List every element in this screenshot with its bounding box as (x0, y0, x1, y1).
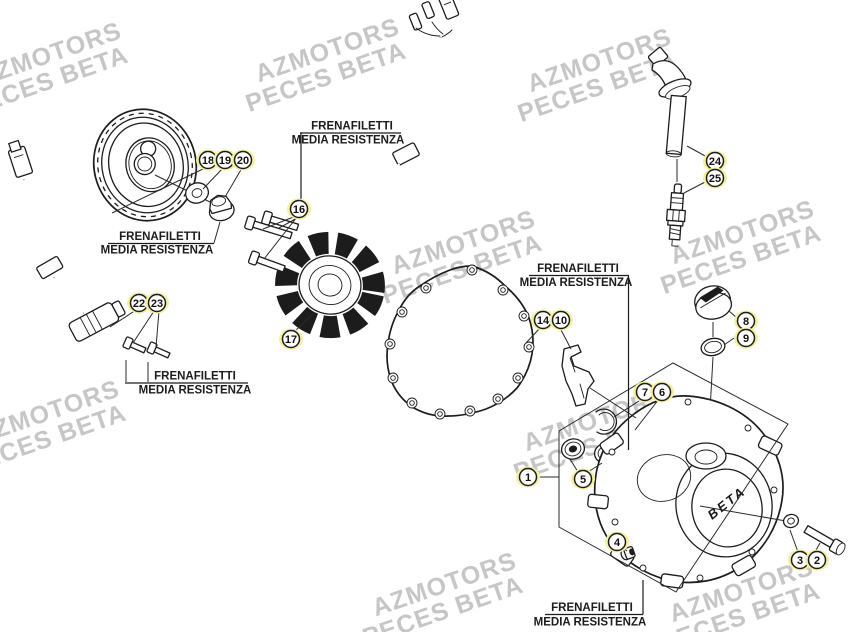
callout-number: 14 (537, 315, 550, 327)
watermark-5: AZMOTORS PECES BETA (378, 205, 546, 310)
thread-lock-note-cover: FRENAFILETTI MEDIA RESISTENZA (534, 580, 647, 629)
watermark-6: AZMOTORS PECES BETA (0, 375, 130, 480)
note-line2: MEDIA RESISTENZA (139, 385, 252, 397)
note-line2: MEDIA RESISTENZA (292, 135, 405, 147)
callout-9: 9 (734, 327, 758, 349)
callout-number: 19 (219, 155, 231, 167)
callout-number: 6 (659, 387, 665, 399)
callout-number: 24 (709, 156, 722, 168)
watermark-2: AZMOTORS PECES BETA (242, 13, 410, 118)
gasket-bolt-holes (384, 264, 535, 420)
gasket (384, 264, 535, 420)
pickup-coil (68, 300, 126, 342)
flywheel-washer (184, 182, 210, 204)
cover-plug-screw (620, 546, 636, 561)
callout-20: 20 (231, 149, 255, 171)
callout-10: 10 (549, 309, 573, 331)
clutch-cover: BETA (587, 395, 784, 589)
callout-number: 25 (709, 173, 721, 185)
wire-bracket (561, 344, 595, 407)
note-line1: FRENAFILETTI (537, 263, 619, 275)
watermark-1: AZMOTORS PECES BETA (0, 17, 132, 122)
cover-lugs (587, 432, 783, 589)
callout-4: 4 (605, 531, 629, 553)
cover-washer (782, 513, 800, 529)
thread-lock-note-stator: FRENAFILETTI MEDIA RESISTENZA (292, 121, 405, 200)
callout-number: 7 (642, 387, 648, 399)
callout-24: 24 (703, 150, 727, 172)
callout-number: 16 (293, 204, 305, 216)
callout-5: 5 (571, 468, 595, 490)
flywheel (92, 108, 198, 222)
note-line2: MEDIA RESISTENZA (520, 277, 633, 289)
note-line1: FRENAFILETTI (119, 231, 201, 243)
bolt-axis-line (699, 505, 787, 522)
cover-screws (608, 398, 778, 582)
thread-lock-note-bracket: FRENAFILETTI MEDIA RESISTENZA (520, 263, 633, 450)
callout-number: 22 (133, 298, 145, 310)
watermark-8: AZMOTORS PECES BETA (359, 547, 527, 632)
stator-wiring (353, 0, 460, 244)
callout-7: 7 (633, 381, 657, 403)
callout-17: 17 (279, 328, 303, 350)
thread-lock-note-flywheel: FRENAFILETTI MEDIA RESISTENZA (101, 231, 214, 257)
callout-25: 25 (703, 167, 727, 189)
callout-23: 23 (145, 292, 169, 314)
watermark-3: AZMOTORS PECES BETA (514, 23, 682, 128)
callout-number: 8 (743, 316, 749, 328)
oil-fill-cap (694, 285, 733, 320)
note-line2: MEDIA RESISTENZA (101, 245, 214, 257)
callout-22: 22 (127, 292, 151, 314)
note-line1: FRENAFILETTI (311, 121, 393, 133)
assembly-box (558, 362, 789, 593)
callout-16: 16 (287, 198, 311, 220)
callout-number: 5 (580, 474, 586, 486)
callout-8: 8 (734, 310, 758, 332)
callout-number: 4 (614, 537, 621, 549)
flywheel-nut (208, 194, 235, 222)
callout-number: 2 (814, 555, 820, 567)
callout-14: 14 (531, 309, 555, 331)
note-line1: FRENAFILETTI (154, 371, 236, 383)
callout-number: 18 (202, 155, 214, 167)
callout-number: 1 (525, 472, 531, 484)
note-line1: FRENAFILETTI (551, 602, 633, 614)
callout-2: 2 (805, 549, 829, 571)
stator (275, 231, 385, 339)
spark-plug (665, 183, 686, 247)
callout-number: 3 (797, 555, 803, 567)
callout-number: 17 (285, 334, 297, 346)
cover-bolt (803, 525, 846, 556)
callout-number: 20 (237, 155, 249, 167)
callout-3: 3 (788, 549, 812, 571)
thread-lock-note-pickup: FRENAFILETTI MEDIA RESISTENZA (125, 371, 251, 397)
callout-6: 6 (650, 381, 674, 403)
callout-18: 18 (196, 149, 220, 171)
callout-number: 10 (555, 315, 567, 327)
snap-ring (595, 408, 618, 435)
callout-number: 9 (743, 333, 749, 345)
oring (700, 337, 726, 357)
leader-lines (109, 145, 821, 553)
callout-number: 23 (151, 298, 163, 310)
pickup-wiring (7, 139, 84, 314)
callout-1: 1 (516, 466, 540, 488)
pickup-screws (122, 336, 171, 359)
spark-plug-cap (647, 46, 692, 158)
note-line2: MEDIA RESISTENZA (534, 617, 647, 629)
